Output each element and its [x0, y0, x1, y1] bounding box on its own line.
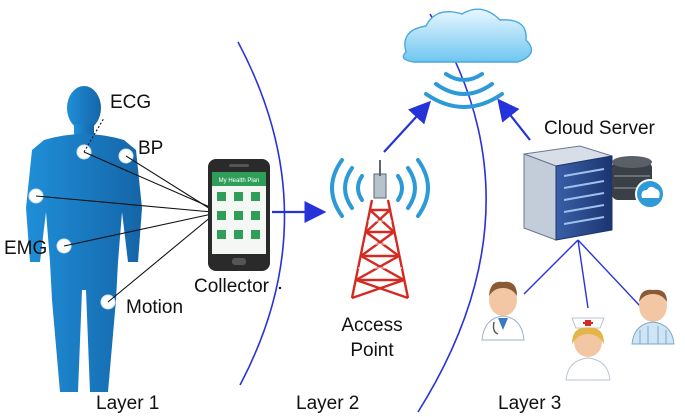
- layer-3-label: Layer 3: [498, 393, 561, 414]
- cloud-server-label: Cloud Server: [544, 118, 656, 139]
- database-cloud-icon: [612, 156, 665, 209]
- bp-label: BP: [138, 138, 163, 159]
- access-point-label-line2: Point: [350, 340, 394, 361]
- emg-label: EMG: [4, 238, 47, 259]
- doctor-icon: [481, 281, 525, 341]
- app-title: My Health Plan: [219, 178, 260, 184]
- human-body-icon: [26, 86, 142, 392]
- sensor-wires: [35, 117, 213, 303]
- cloud-icon: [402, 8, 533, 109]
- collector-label: Collector: [194, 276, 270, 297]
- layer-divider-1: [237, 41, 286, 386]
- collector-dot: [278, 286, 282, 290]
- access-point-label-line1: Access: [341, 315, 402, 336]
- layer-divider-2: [417, 13, 487, 413]
- access-point-tower-icon: [330, 158, 430, 300]
- server-rack-icon: [523, 145, 613, 241]
- arrow-server-to-cloud: [497, 98, 531, 141]
- server-to-people-lines: [523, 239, 641, 309]
- layer-1-label: Layer 1: [96, 393, 159, 414]
- arrow-ap-to-cloud: [383, 100, 431, 153]
- motion-label: Motion: [126, 297, 183, 318]
- ecg-label: ECG: [110, 92, 151, 113]
- patient-icon: [631, 289, 675, 345]
- nurse-icon: [565, 317, 611, 381]
- layer-2-label: Layer 2: [296, 393, 359, 414]
- smartphone-icon: My Health Plan: [208, 159, 270, 271]
